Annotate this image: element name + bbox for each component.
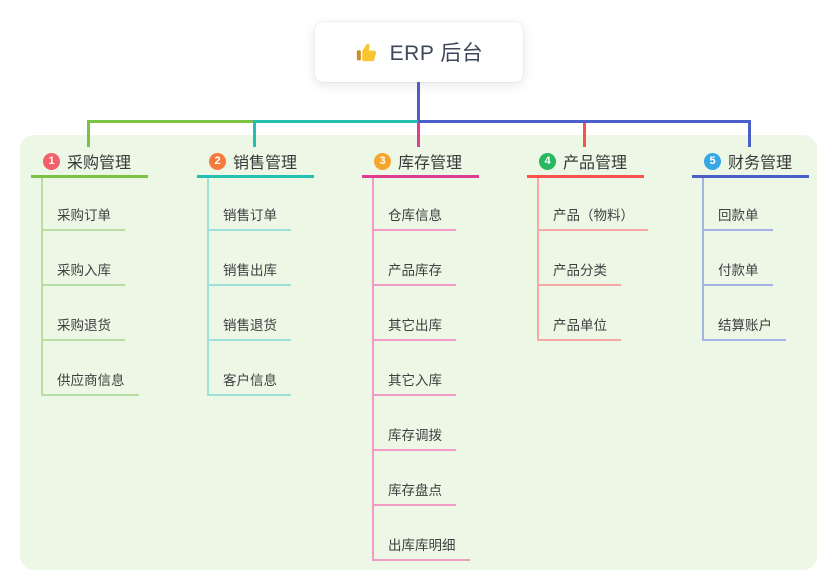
drop-line-product [583, 123, 586, 147]
branch-header-inventory[interactable]: 3 库存管理 [362, 147, 479, 178]
child-trunk-line [372, 178, 374, 561]
drop-line-finance [748, 120, 751, 147]
node-stock-transfer[interactable]: 库存调拨 [372, 427, 456, 451]
branch-label: 采购管理 [67, 155, 132, 172]
branch-header-product[interactable]: 4 产品管理 [527, 147, 644, 178]
branch-header-sales[interactable]: 2 销售管理 [197, 147, 314, 178]
badge-5: 5 [704, 152, 721, 170]
branches-panel [20, 135, 817, 570]
drop-line-sales [253, 120, 256, 147]
bus-segment-purchase [87, 120, 255, 123]
node-receipt-bill[interactable]: 回款单 [702, 207, 773, 231]
child-trunk-line [702, 178, 704, 341]
node-settlement-account[interactable]: 结算账户 [702, 317, 786, 341]
node-other-inbound[interactable]: 其它入库 [372, 372, 456, 396]
child-trunk-line [537, 178, 539, 341]
root-node[interactable]: ERP 后台 [315, 22, 523, 82]
branch-header-finance[interactable]: 5 财务管理 [692, 147, 809, 178]
branch-label: 库存管理 [398, 155, 463, 172]
child-trunk-line [207, 178, 209, 396]
node-sales-outbound[interactable]: 销售出库 [207, 262, 291, 286]
drop-line-inventory [417, 123, 420, 147]
badge-4: 4 [539, 152, 556, 170]
bus-segment-finance [418, 120, 751, 123]
branch-label: 财务管理 [728, 155, 793, 172]
drop-line-purchase [87, 120, 90, 147]
node-stock-taking[interactable]: 库存盘点 [372, 482, 456, 506]
thumbs-up-icon [356, 43, 376, 61]
node-supplier-info[interactable]: 供应商信息 [41, 372, 139, 396]
branch-label: 销售管理 [233, 155, 298, 172]
node-product-stock[interactable]: 产品库存 [372, 262, 456, 286]
child-trunk-line [41, 178, 43, 396]
node-customer-info[interactable]: 客户信息 [207, 372, 291, 396]
branch-label: 产品管理 [563, 155, 628, 172]
node-product-category[interactable]: 产品分类 [537, 262, 621, 286]
branch-header-purchase[interactable]: 1 采购管理 [31, 147, 148, 178]
node-outbound-detail[interactable]: 出库库明细 [372, 537, 470, 561]
node-other-outbound[interactable]: 其它出库 [372, 317, 456, 341]
node-warehouse-info[interactable]: 仓库信息 [372, 207, 456, 231]
badge-2: 2 [209, 152, 226, 170]
badge-3: 3 [374, 152, 391, 170]
node-purchase-inbound[interactable]: 采购入库 [41, 262, 125, 286]
node-sales-return[interactable]: 销售退货 [207, 317, 291, 341]
bus-segment-sales [253, 120, 420, 123]
badge-1: 1 [43, 152, 60, 170]
node-sales-order[interactable]: 销售订单 [207, 207, 291, 231]
root-title: ERP 后台 [389, 42, 484, 65]
root-drop-line [417, 82, 420, 120]
node-purchase-return[interactable]: 采购退货 [41, 317, 125, 341]
node-payment-bill[interactable]: 付款单 [702, 262, 773, 286]
node-product-material[interactable]: 产品（物料） [537, 207, 648, 231]
node-purchase-order[interactable]: 采购订单 [41, 207, 125, 231]
node-product-unit[interactable]: 产品单位 [537, 317, 621, 341]
